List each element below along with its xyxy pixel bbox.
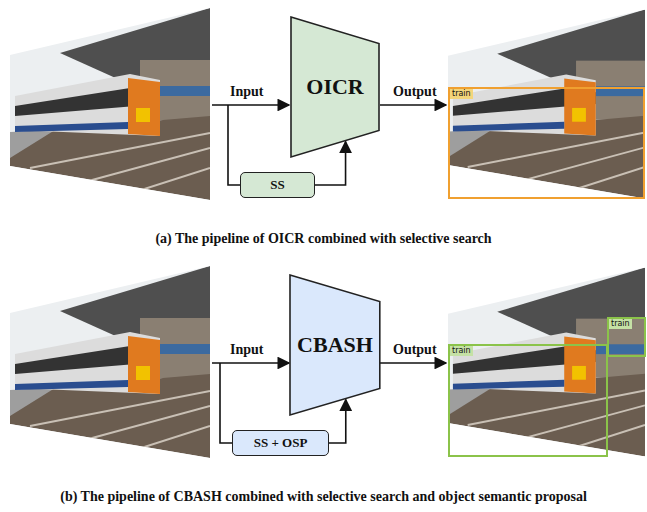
trapezoid-shape [291,17,379,157]
node-label: OICR [306,74,363,100]
output-arrow [380,362,446,364]
class-tag: train [450,89,473,99]
output-photo [448,9,645,198]
input-arrow [212,104,289,106]
class-tag: train [450,346,473,356]
class-tag: train [609,319,632,329]
input-photo [10,8,210,200]
sub-caption: (b) The pipeline of CBASH combined with … [0,489,647,505]
connector-arrow [329,400,346,443]
output-arrow [380,104,446,106]
trapezoid-shape [290,275,380,415]
branch-line [220,363,232,443]
input-arrow [212,362,289,364]
node-label: CBASH [297,332,373,358]
detection-box [449,345,607,456]
node-label: SS [270,177,284,193]
proposal-box: SS + OSP [232,430,329,456]
model-trapezoid: CBASH [290,275,380,415]
flow-label: Output [393,84,437,100]
flow-label: Output [393,342,437,358]
output-photo [448,267,645,456]
proposal-box: SS [240,172,315,198]
branch-line [228,105,240,185]
flow-label: Input [230,342,263,358]
detection-box [449,88,644,198]
sub-caption: (a) The pipeline of OICR combined with s… [0,231,647,247]
flow-label: Input [230,84,263,100]
input-photo [10,266,210,458]
node-label: SS + OSP [254,435,308,451]
detection-box [608,318,645,356]
model-trapezoid: OICR [291,17,379,157]
